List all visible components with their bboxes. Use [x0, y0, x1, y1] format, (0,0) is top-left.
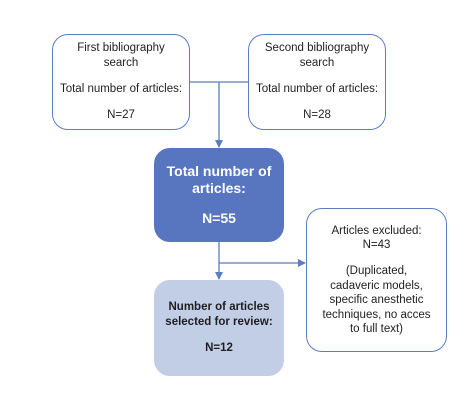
second-search-title-line-1: Second bibliography — [264, 42, 370, 55]
first-bibliography-search-box: First bibliography search Total number o… — [52, 34, 190, 130]
excluded-reason-line-1: (Duplicated, — [345, 265, 408, 278]
total-articles-box: Total number of articles: N=55 — [154, 148, 284, 242]
first-search-title-line-2: search — [103, 56, 139, 69]
total-articles-label-line-2: articles: — [192, 180, 246, 197]
second-bibliography-search-box: Second bibliography search Total number … — [248, 34, 386, 130]
selected-label-line-1: Number of articles — [168, 301, 270, 314]
second-search-total-label: Total number of articles: — [255, 83, 379, 95]
second-search-title-line-2: search — [299, 56, 335, 69]
total-articles-label-line-1: Total number of — [166, 162, 272, 179]
excluded-reason-line-5: to full text) — [349, 322, 404, 335]
excluded-label: Articles excluded: — [331, 224, 422, 237]
total-articles-value: N=55 — [202, 209, 236, 226]
selected-label-line-2: selected for review: — [165, 315, 273, 328]
excluded-reason-line-3: specific anesthetic — [329, 294, 424, 307]
articles-excluded-box: Articles excluded: N=43 (Duplicated, cad… — [306, 208, 447, 352]
selected-value: N=12 — [205, 342, 233, 355]
first-search-total-label: Total number of articles: — [59, 83, 183, 95]
selected-for-review-box: Number of articles selected for review: … — [154, 280, 284, 376]
second-search-total-value: N=28 — [303, 109, 331, 122]
first-search-total-value: N=27 — [107, 109, 135, 122]
first-search-title-line-1: First bibliography — [77, 42, 165, 55]
excluded-value: N=43 — [362, 239, 391, 252]
excluded-reason-line-4: techniques, no acces — [322, 308, 431, 321]
excluded-reason-line-2: cadaveric models, — [330, 279, 423, 292]
